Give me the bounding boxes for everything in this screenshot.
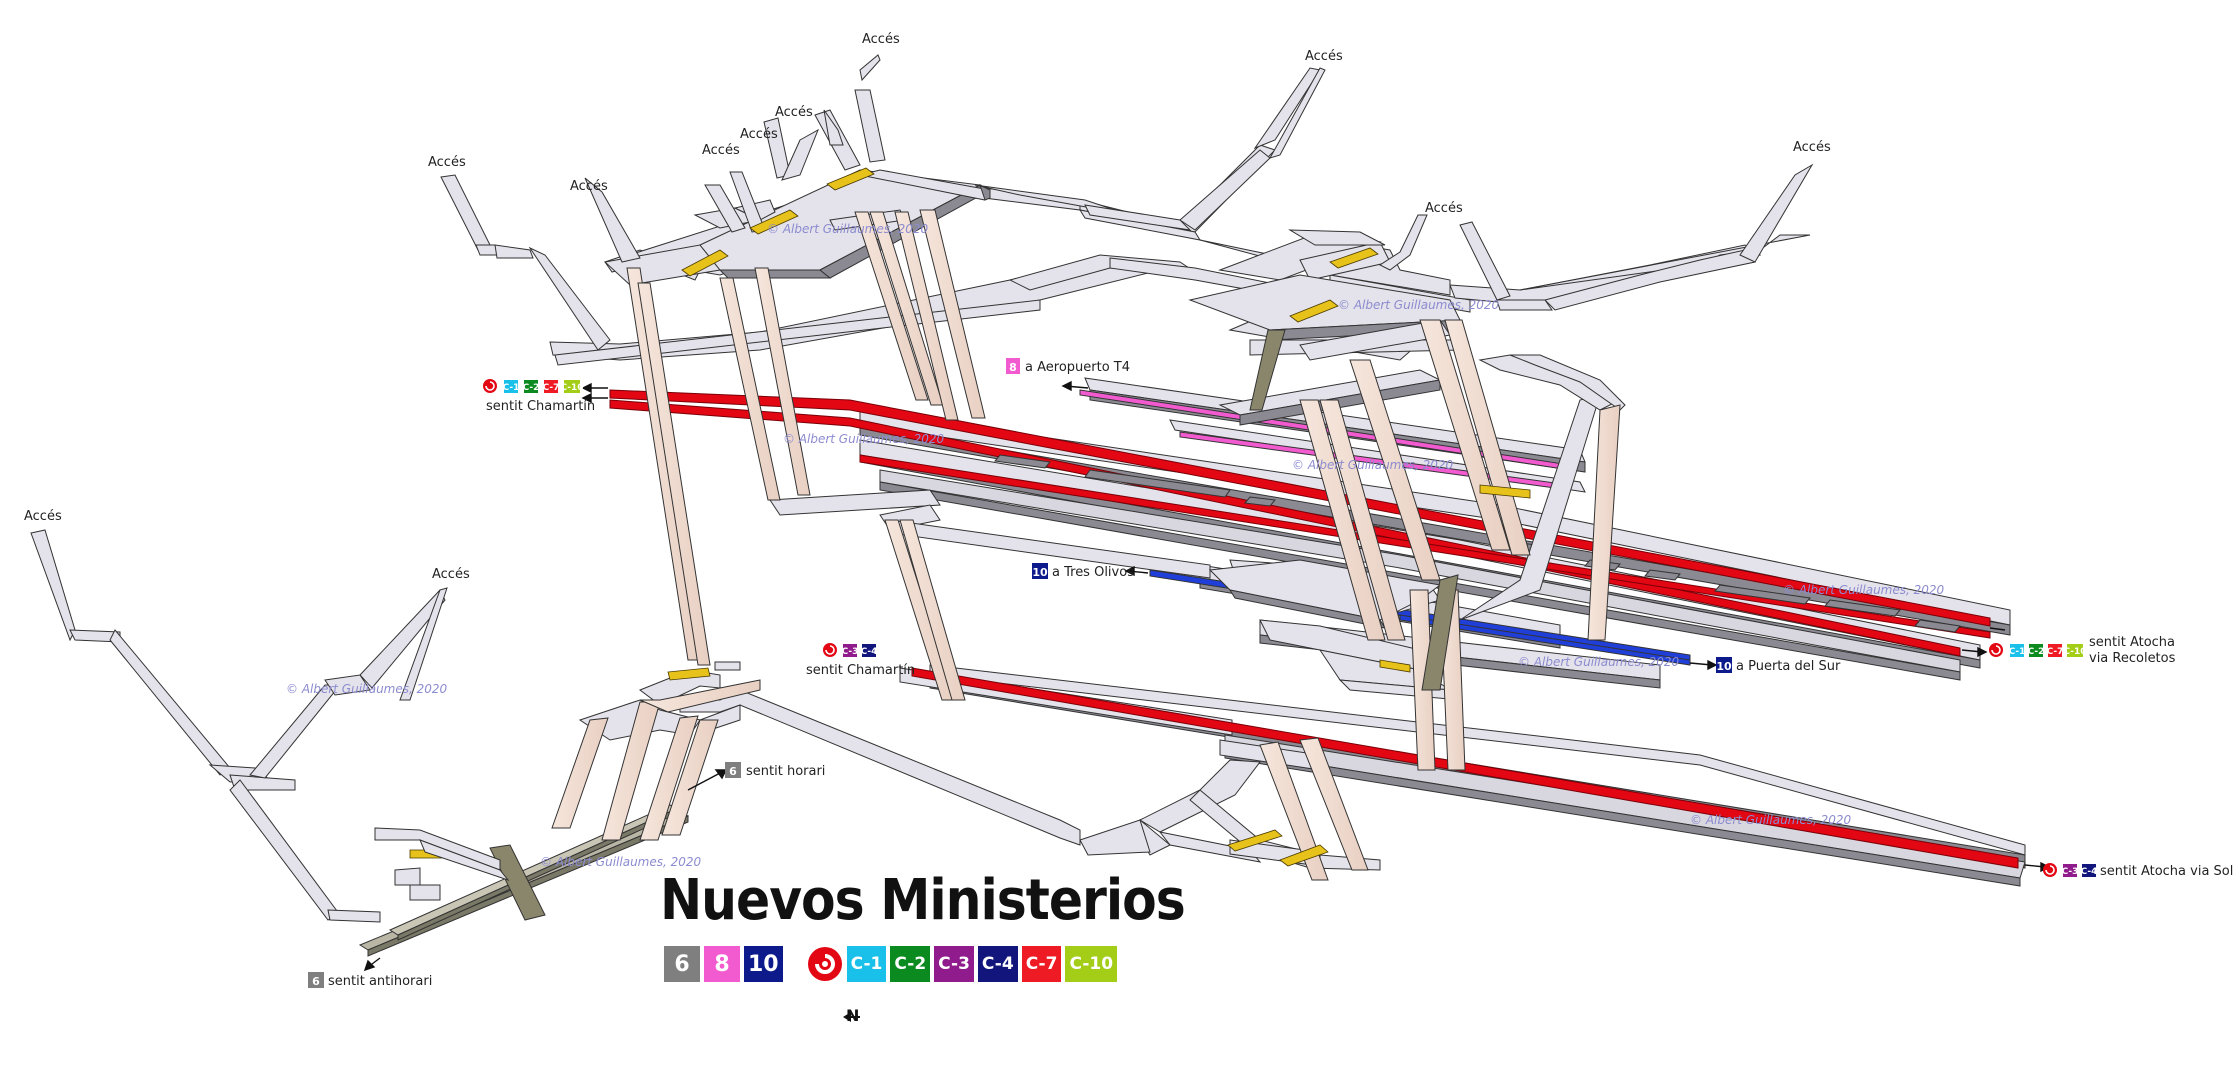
line6-mezzanine bbox=[374, 827, 510, 901]
svg-text:C-1: C-1 bbox=[2009, 647, 2026, 657]
legend-c2: C-2 bbox=[890, 946, 931, 982]
access-label: Accés bbox=[775, 105, 813, 120]
direction-label: a Puerta del Sur bbox=[1736, 659, 1841, 674]
direction-label: sentit Atocha via Sol bbox=[2100, 864, 2233, 879]
access-labels: Accés Accés Accés Accés Accés Accés Accé… bbox=[24, 32, 1831, 582]
north-label: N bbox=[846, 1006, 860, 1025]
legend-c1: C-1 bbox=[846, 946, 887, 982]
access-tunnels bbox=[30, 54, 1814, 923]
watermark: © Albert Guillaumes, 2020 bbox=[1338, 298, 1500, 312]
watermark: © Albert Guillaumes, 2020 bbox=[540, 855, 702, 869]
renfe-icon bbox=[483, 379, 497, 393]
watermark: © Albert Guillaumes, 2020 bbox=[783, 432, 945, 446]
direction-label: sentit Atocha bbox=[2089, 635, 2175, 650]
watermark: © Albert Guillaumes, 2020 bbox=[1292, 458, 1454, 472]
legend-c4: C-4 bbox=[977, 946, 1018, 982]
watermark: © Albert Guillaumes, 2020 bbox=[767, 222, 929, 236]
chamartin-upper-label: C-1 C-2 C-7 C-10 sentit Chamartín bbox=[483, 379, 595, 414]
direction-label: sentit antihorari bbox=[328, 974, 432, 989]
access-label: Accés bbox=[432, 567, 470, 582]
renfe-icon bbox=[823, 643, 837, 657]
access-label: Accés bbox=[24, 509, 62, 524]
access-label: Accés bbox=[1305, 49, 1343, 64]
access-label: Accés bbox=[740, 127, 778, 142]
legend-line-8: 8 bbox=[704, 946, 740, 982]
atocha-sol-label: C-3 C-4 sentit Atocha via Sol bbox=[2043, 863, 2233, 879]
svg-text:C-7: C-7 bbox=[2047, 647, 2064, 657]
access-label: Accés bbox=[862, 32, 900, 47]
legend-c7: C-7 bbox=[1021, 946, 1062, 982]
watermark: © Albert Guillaumes, 2020 bbox=[1690, 813, 1852, 827]
renfe-icon bbox=[2043, 863, 2057, 877]
watermarks: © Albert Guillaumes, 2020 © Albert Guill… bbox=[286, 222, 1945, 869]
renfe-cercanias-icon bbox=[807, 946, 843, 982]
escalator-shafts bbox=[489, 329, 1459, 921]
north-arrow-icon bbox=[843, 1012, 860, 1022]
access-label: Accés bbox=[702, 143, 740, 158]
watermark: © Albert Guillaumes, 2020 bbox=[1518, 655, 1680, 669]
svg-text:C-3: C-3 bbox=[2062, 867, 2079, 877]
chamartin-lower-label: C-3 C-4 sentit Chamartín bbox=[806, 643, 915, 678]
access-label: Accés bbox=[570, 179, 608, 194]
legend-c3: C-3 bbox=[934, 946, 974, 982]
direction-label: a Tres Olivos bbox=[1052, 565, 1134, 580]
svg-text:C-3: C-3 bbox=[842, 647, 859, 657]
svg-text:C-2: C-2 bbox=[2028, 647, 2045, 657]
svg-text:8: 8 bbox=[1009, 361, 1017, 374]
antihorari-label: 6 sentit antihorari bbox=[308, 972, 432, 989]
escalators bbox=[409, 167, 1531, 867]
station-title: Nuevos Ministerios bbox=[660, 868, 1186, 933]
svg-text:6: 6 bbox=[312, 975, 320, 988]
line6-badge bbox=[308, 972, 324, 988]
line6-badge bbox=[725, 762, 741, 778]
upper-mezzanine-right bbox=[1188, 229, 1463, 426]
access-label: Accés bbox=[1793, 140, 1831, 155]
direction-label: sentit Chamartín bbox=[486, 399, 595, 414]
renfe-icon bbox=[1989, 643, 2003, 657]
aeropuerto-label: 8 a Aeropuerto T4 bbox=[1006, 358, 1130, 375]
line10-badge bbox=[1032, 563, 1048, 579]
svg-text:C-10: C-10 bbox=[560, 383, 583, 393]
tres-olivos-label: 10 a Tres Olivos bbox=[1032, 563, 1134, 580]
direction-label: sentit horari bbox=[746, 764, 825, 779]
access-label: Accés bbox=[1425, 201, 1463, 216]
svg-text:C-7: C-7 bbox=[543, 383, 560, 393]
direction-label: a Aeropuerto T4 bbox=[1025, 360, 1130, 375]
atocha-recoletos-label: C-1 C-2 C-7 C-10 sentit Atocha via Recol… bbox=[1989, 635, 2176, 666]
watermark: © Albert Guillaumes, 2020 bbox=[286, 682, 448, 696]
svg-text:C-1: C-1 bbox=[503, 383, 520, 393]
svg-text:C-10: C-10 bbox=[2063, 647, 2086, 657]
svg-text:10: 10 bbox=[1716, 660, 1732, 673]
puerta-sur-label: 10 a Puerta del Sur bbox=[1716, 657, 1841, 674]
svg-text:6: 6 bbox=[729, 765, 737, 778]
legend-line-10: 10 bbox=[744, 946, 783, 982]
legend-line-6: 6 bbox=[664, 946, 700, 982]
access-label: Accés bbox=[428, 155, 466, 170]
svg-text:C-4: C-4 bbox=[861, 647, 878, 657]
svg-text:C-2: C-2 bbox=[523, 383, 540, 393]
direction-label: sentit Chamartín bbox=[806, 663, 915, 678]
line-legend: 6 8 10 C-1 C-2 C-3 C-4 C-7 C-10 bbox=[664, 946, 1121, 982]
direction-arrows bbox=[363, 380, 2051, 972]
watermark: © Albert Guillaumes, 2020 bbox=[1783, 583, 1945, 597]
platform-holes bbox=[994, 454, 1961, 633]
legend-c10: C-10 bbox=[1065, 946, 1118, 982]
direction-label: via Recoletos bbox=[2089, 651, 2176, 666]
line8-badge bbox=[1006, 358, 1020, 374]
line10-badge bbox=[1716, 657, 1732, 673]
svg-text:10: 10 bbox=[1032, 566, 1048, 579]
horari-label: 6 sentit horari bbox=[725, 762, 825, 779]
svg-text:C-4: C-4 bbox=[2081, 867, 2098, 877]
